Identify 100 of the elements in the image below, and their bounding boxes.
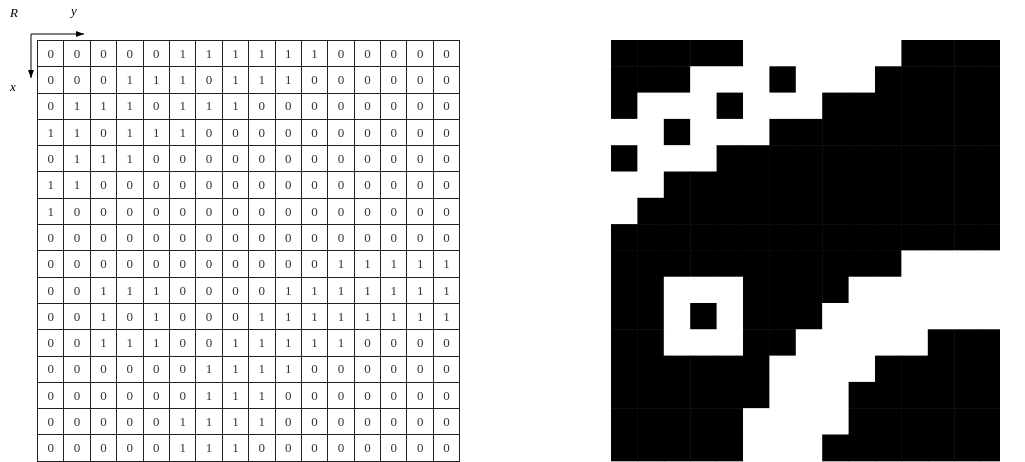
matrix-cell: 1 — [275, 277, 302, 304]
matrix-cell: 1 — [196, 93, 223, 120]
matrix-cell: 0 — [117, 435, 144, 462]
matrix-cell: 1 — [90, 93, 118, 120]
matrix-cell: 0 — [407, 119, 434, 147]
matrix-cell: 1 — [275, 41, 302, 68]
matrix-cell: 1 — [64, 93, 91, 120]
matrix-cell: 0 — [64, 277, 91, 304]
matrix-cell: 1 — [169, 409, 197, 436]
matrix-cell: 0 — [196, 225, 223, 252]
matrix-cell: 1 — [328, 303, 355, 331]
matrix-cell: 0 — [222, 225, 250, 252]
matrix-cell: 1 — [328, 277, 355, 304]
matrix-cell: 1 — [381, 251, 408, 278]
matrix-cell: 0 — [90, 41, 118, 68]
matrix-cell: 0 — [407, 41, 434, 68]
matrix-cell: 1 — [143, 303, 170, 331]
matrix-cell: 0 — [143, 356, 170, 383]
matrix-cell: 0 — [222, 277, 250, 304]
matrix-cell: 1 — [38, 172, 65, 199]
matrix-cell: 0 — [143, 93, 170, 120]
matrix-cell: 0 — [328, 67, 355, 94]
matrix-cell: 0 — [64, 41, 91, 68]
matrix-cell: 1 — [433, 303, 461, 331]
matrix-cell: 1 — [143, 67, 170, 94]
matrix-cell: 1 — [90, 303, 118, 331]
matrix-cell: 0 — [38, 330, 65, 357]
matrix-cell: 0 — [196, 330, 223, 357]
matrix-cell: 0 — [275, 93, 302, 120]
matrix-cell: 0 — [249, 146, 276, 173]
matrix-cell: 0 — [117, 356, 144, 383]
matrix-cell: 1 — [407, 303, 434, 331]
matrix-cell: 0 — [381, 356, 408, 383]
matrix-cell: 0 — [117, 409, 144, 436]
matrix-cell: 1 — [222, 93, 250, 120]
matrix-cell: 0 — [407, 172, 434, 199]
matrix-cell: 0 — [222, 251, 250, 278]
matrix-cell: 0 — [354, 172, 382, 199]
matrix-cell: 0 — [38, 356, 65, 383]
matrix-cell: 0 — [249, 251, 276, 278]
origin-label: R — [10, 6, 18, 19]
matrix-cell: 0 — [117, 172, 144, 199]
matrix-cell: 0 — [38, 67, 65, 94]
matrix-cell: 0 — [38, 435, 65, 462]
matrix-cell: 0 — [143, 251, 170, 278]
matrix-cell: 1 — [301, 41, 329, 68]
matrix-cell: 0 — [328, 225, 355, 252]
matrix-cell: 1 — [275, 330, 302, 357]
matrix-cell: 1 — [301, 303, 329, 331]
matrix-cell: 0 — [407, 356, 434, 383]
matrix-cell: 0 — [275, 435, 302, 462]
matrix-cell: 0 — [196, 119, 223, 147]
matrix-cell: 0 — [275, 119, 302, 147]
matrix-cell: 0 — [38, 303, 65, 331]
matrix-cell: 0 — [328, 93, 355, 120]
matrix-cell: 0 — [275, 172, 302, 199]
matrix-cell: 0 — [354, 409, 382, 436]
matrix-cell: 0 — [38, 382, 65, 410]
matrix-cell: 0 — [275, 225, 302, 252]
matrix-cell: 0 — [169, 277, 197, 304]
matrix-cell: 1 — [407, 251, 434, 278]
matrix-cell: 0 — [117, 382, 144, 410]
matrix-cell: 0 — [301, 119, 329, 147]
matrix-cell: 0 — [249, 435, 276, 462]
matrix-cell: 1 — [196, 41, 223, 68]
matrix-cell: 1 — [222, 409, 250, 436]
matrix-cell: 0 — [433, 330, 461, 357]
matrix-cell: 0 — [249, 93, 276, 120]
matrix-cell: 0 — [354, 93, 382, 120]
matrix-cell: 0 — [249, 277, 276, 304]
matrix-cell: 0 — [381, 409, 408, 436]
matrix-cell: 0 — [433, 198, 461, 226]
matrix-cell: 1 — [196, 356, 223, 383]
matrix-cell: 0 — [249, 198, 276, 226]
matrix-cell: 1 — [169, 67, 197, 94]
matrix-cell: 1 — [169, 41, 197, 68]
matrix-cell: 0 — [354, 41, 382, 68]
matrix-cell: 0 — [301, 435, 329, 462]
matrix-cell: 1 — [301, 330, 329, 357]
matrix-cell: 1 — [117, 67, 144, 94]
matrix-cell: 1 — [354, 251, 382, 278]
matrix-cell: 0 — [433, 225, 461, 252]
matrix-cell: 0 — [354, 330, 382, 357]
matrix-cell: 0 — [381, 435, 408, 462]
matrix-cell: 1 — [249, 356, 276, 383]
matrix-cell: 1 — [222, 41, 250, 68]
matrix-cell: 0 — [301, 382, 329, 410]
matrix-cell: 0 — [90, 409, 118, 436]
matrix-cell: 0 — [38, 409, 65, 436]
matrix-cell: 0 — [381, 146, 408, 173]
matrix-cell: 1 — [38, 119, 65, 147]
matrix-cell: 0 — [433, 93, 461, 120]
matrix-cell: 0 — [64, 303, 91, 331]
matrix-cell: 1 — [433, 251, 461, 278]
matrix-cell: 0 — [64, 330, 91, 357]
matrix-cell: 0 — [328, 198, 355, 226]
matrix-cell: 0 — [64, 225, 91, 252]
matrix-cell: 0 — [143, 41, 170, 68]
matrix-cell: 0 — [381, 172, 408, 199]
matrix-cell: 0 — [407, 225, 434, 252]
